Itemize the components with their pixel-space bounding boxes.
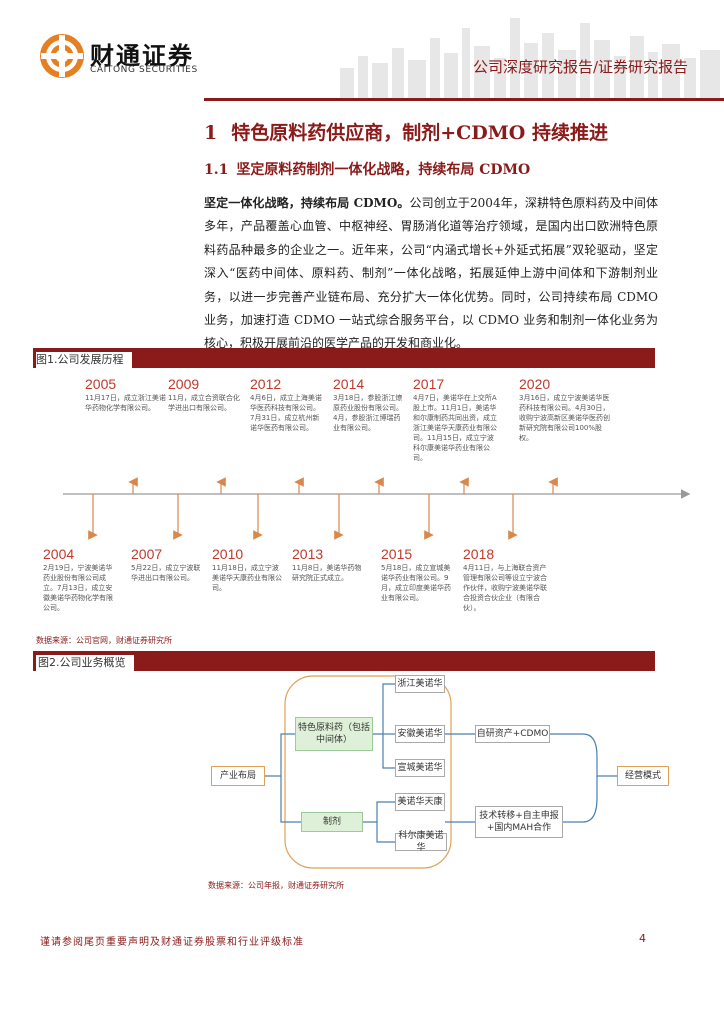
- timeline-event: 2005 11月17日，成立浙江美诺华药物化学有限公司。: [85, 376, 170, 413]
- development-timeline: 2005 11月17日，成立浙江美诺华药物化学有限公司。 2009 11月，成立…: [33, 370, 693, 630]
- timeline-axis: [63, 477, 691, 540]
- event-desc: 3月18日，参股浙江燎原药业股份有限公司。4月，参股浙江博瑞药业有限公司。: [333, 394, 403, 432]
- result-node-business-model: 经营模式: [617, 766, 669, 786]
- timeline-event: 2020 3月16日，成立宁波美诺华医药科技有限公司。4月30日，收购宁波高新区…: [519, 376, 611, 443]
- timeline-event: 2015 5月18日，成立宣城美诺华药业有限公司。9月，成立印度美诺华药业有限公…: [381, 546, 453, 603]
- page-number: 4: [639, 932, 646, 945]
- section-number: 1: [204, 122, 218, 144]
- paragraph-text: 公司创立于2004年，深耕特色原料药及中间体多年，产品覆盖心血管、中枢神经、胃肠…: [204, 196, 658, 351]
- event-year: 2018: [463, 546, 495, 562]
- child-node-xuancheng: 宣城美诺华: [395, 759, 445, 777]
- event-desc: 3月16日，成立宁波美诺华医药科技有限公司。4月30日，收购宁波高新区美诺华医药…: [519, 394, 610, 442]
- figure2-caption-bar: 图2.公司业务概览: [33, 651, 655, 671]
- event-desc: 5月22日，成立宁波联华进出口有限公司。: [131, 564, 201, 582]
- timeline-event: 2018 4月11日，与上海联合资产管理有限公司等设立宁波合作伙伴，收购宁波美诺…: [463, 546, 553, 613]
- event-desc: 4月6日，成立上海美诺华医药科技有限公司。7月31日，成立杭州新诺华医药有限公司…: [250, 394, 322, 432]
- mode-node-cdmo: 自研资产+CDMO: [475, 725, 550, 743]
- event-year: 2015: [381, 546, 413, 562]
- event-desc: 2月19日，宁波美诺华药业股份有限公司成立。7月13日，成立安徽美诺华药物化学有…: [43, 564, 113, 612]
- branch-node-formulation: 制剂: [301, 812, 363, 832]
- figure2-caption: 图2.公司业务概览: [36, 655, 134, 671]
- event-year: 2009: [168, 376, 200, 392]
- subsection-heading: 1.1 坚定原料药制剂一体化战略，持续布局 CDMO: [204, 159, 530, 179]
- figure1-source: 数据来源：公司官网，财通证券研究所: [36, 636, 172, 645]
- branch-node-api: 特色原料药（包括中间体）: [295, 717, 373, 751]
- child-node-kerkang: 科尔康美诺华: [395, 831, 447, 853]
- mode-node-tech-transfer: 技术转移+自主申报+国内MAH合作: [475, 806, 563, 838]
- figure1-caption: 图1.公司发展历程: [36, 352, 132, 368]
- event-year: 2005: [85, 376, 117, 392]
- timeline-event: 2017 4月7日，美诺华在上交所A股上市。11月1日，美诺华和尔康制药共同出资…: [413, 376, 497, 463]
- event-desc: 4月11日，与上海联合资产管理有限公司等设立宁波合作伙伴，收购宁波美诺华联合投资…: [463, 564, 547, 612]
- business-overview-diagram: 产业布局 特色原料药（包括中间体） 浙江美诺华 安徽美诺华 宣城美诺华 制剂 美…: [205, 672, 695, 872]
- event-desc: 4月7日，美诺华在上交所A股上市。11月1日，美诺华和尔康制药共同出资，成立浙江…: [413, 394, 497, 462]
- event-desc: 5月18日，成立宣城美诺华药业有限公司。9月，成立印度美诺华药业有限公司。: [381, 564, 451, 602]
- child-node-tiankang: 美诺华天康: [395, 793, 445, 811]
- child-node-anhui: 安徽美诺华: [395, 725, 445, 743]
- subsection-number: 1.1: [204, 162, 229, 178]
- footer-disclaimer: 谨请参阅尾页重要声明及财通证券股票和行业评级标准: [40, 937, 304, 948]
- body-paragraph: 坚定一体化战略，持续布局 CDMO。公司创立于2004年，深耕特色原料药及中间体…: [204, 192, 658, 356]
- city-skyline-graphic: [340, 18, 720, 98]
- event-desc: 11月18日，成立宁波美诺华天康药业有限公司。: [212, 564, 282, 592]
- section-heading: 1 特色原料药供应商，制剂+CDMO 持续推进: [204, 118, 608, 145]
- event-year: 2020: [519, 376, 551, 392]
- brand-name-en: CAITONG SECURITIES: [90, 65, 198, 75]
- brand-name-cn: 财通证券: [90, 42, 194, 70]
- diagram-connectors: [265, 675, 617, 869]
- event-desc: 11月，成立合资联合化学进出口有限公司。: [168, 394, 240, 412]
- timeline-event: 2004 2月19日，宁波美诺华药业股份有限公司成立。7月13日，成立安徽美诺华…: [43, 546, 119, 613]
- event-year: 2014: [333, 376, 365, 392]
- timeline-event: 2014 3月18日，参股浙江燎原药业股份有限公司。4月，参股浙江博瑞药业有限公…: [333, 376, 405, 433]
- report-type-title: 公司深度研究报告/证券研究报告: [472, 58, 688, 76]
- timeline-event: 2010 11月18日，成立宁波美诺华天康药业有限公司。: [212, 546, 284, 593]
- figure1-caption-bar: 图1.公司发展历程: [33, 348, 655, 368]
- timeline-event: 2013 11月8日，美诺华药物研究院正式成立。: [292, 546, 364, 583]
- paragraph-lead: 坚定一体化战略，持续布局 CDMO。: [204, 196, 410, 210]
- figure2-source: 数据来源：公司年报，财通证券研究所: [208, 881, 344, 890]
- event-desc: 11月17日，成立浙江美诺华药物化学有限公司。: [85, 394, 166, 412]
- timeline-event: 2007 5月22日，成立宁波联华进出口有限公司。: [131, 546, 203, 583]
- event-year: 2012: [250, 376, 282, 392]
- header-divider: [204, 98, 724, 101]
- caitong-logo-icon: [40, 34, 84, 78]
- event-year: 2004: [43, 546, 75, 562]
- timeline-event: 2009 11月，成立合资联合化学进出口有限公司。: [168, 376, 240, 413]
- company-logo: 财通证券 CAITONG SECURITIES: [40, 34, 220, 78]
- root-node-industry-layout: 产业布局: [211, 766, 265, 786]
- timeline-event: 2012 4月6日，成立上海美诺华医药科技有限公司。7月31日，成立杭州新诺华医…: [250, 376, 324, 433]
- event-year: 2010: [212, 546, 244, 562]
- section-title: 特色原料药供应商，制剂+CDMO 持续推进: [231, 122, 608, 144]
- event-year: 2007: [131, 546, 163, 562]
- subsection-title: 坚定原料药制剂一体化战略，持续布局 CDMO: [236, 162, 531, 178]
- event-year: 2013: [292, 546, 324, 562]
- event-year: 2017: [413, 376, 445, 392]
- event-desc: 11月8日，美诺华药物研究院正式成立。: [292, 564, 362, 582]
- child-node-zhejiang: 浙江美诺华: [395, 675, 445, 693]
